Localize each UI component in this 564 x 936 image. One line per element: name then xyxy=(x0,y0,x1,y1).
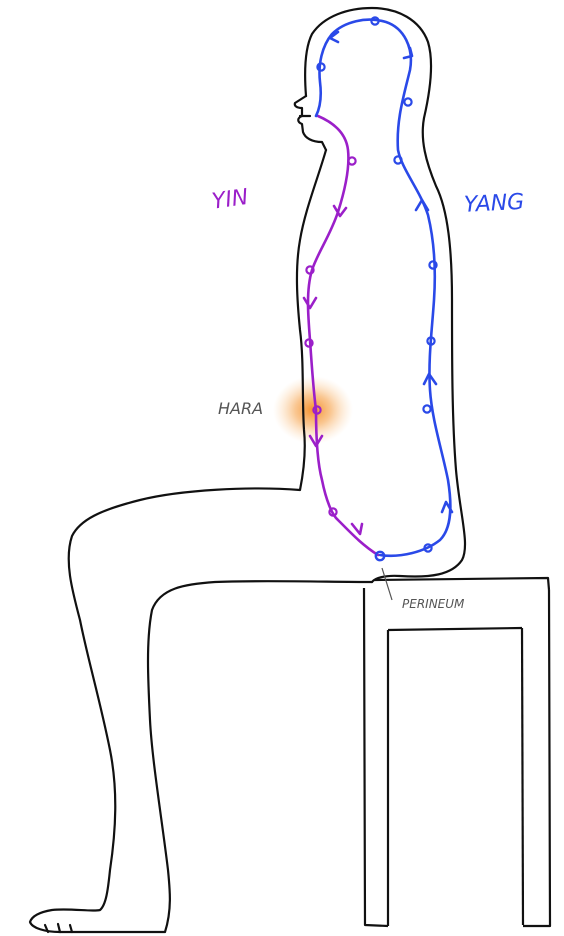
yin-channel-path xyxy=(308,116,378,555)
yin-arrow-2 xyxy=(304,298,316,308)
seated-figure-outline xyxy=(30,8,465,932)
yang-point xyxy=(429,261,436,268)
yang-channel-path xyxy=(316,20,450,556)
perineum-leader-line xyxy=(382,568,392,600)
yang-label: YANG xyxy=(463,190,525,218)
yang-points xyxy=(317,17,436,551)
yin-label: YIN xyxy=(210,185,250,215)
yin-arrow-4 xyxy=(352,524,362,534)
yang-arrow-4 xyxy=(404,48,412,58)
perineum-label: PERINEUM xyxy=(402,597,465,611)
yang-point xyxy=(423,405,430,412)
stool xyxy=(364,578,550,926)
yin-point xyxy=(348,157,355,164)
yin-point xyxy=(306,266,313,273)
yang-point xyxy=(394,156,401,163)
hara-label: HARA xyxy=(218,399,263,418)
yin-points xyxy=(305,157,355,515)
yang-channel xyxy=(316,20,452,556)
yang-point xyxy=(404,98,411,105)
yang-arrow-3 xyxy=(416,200,428,210)
